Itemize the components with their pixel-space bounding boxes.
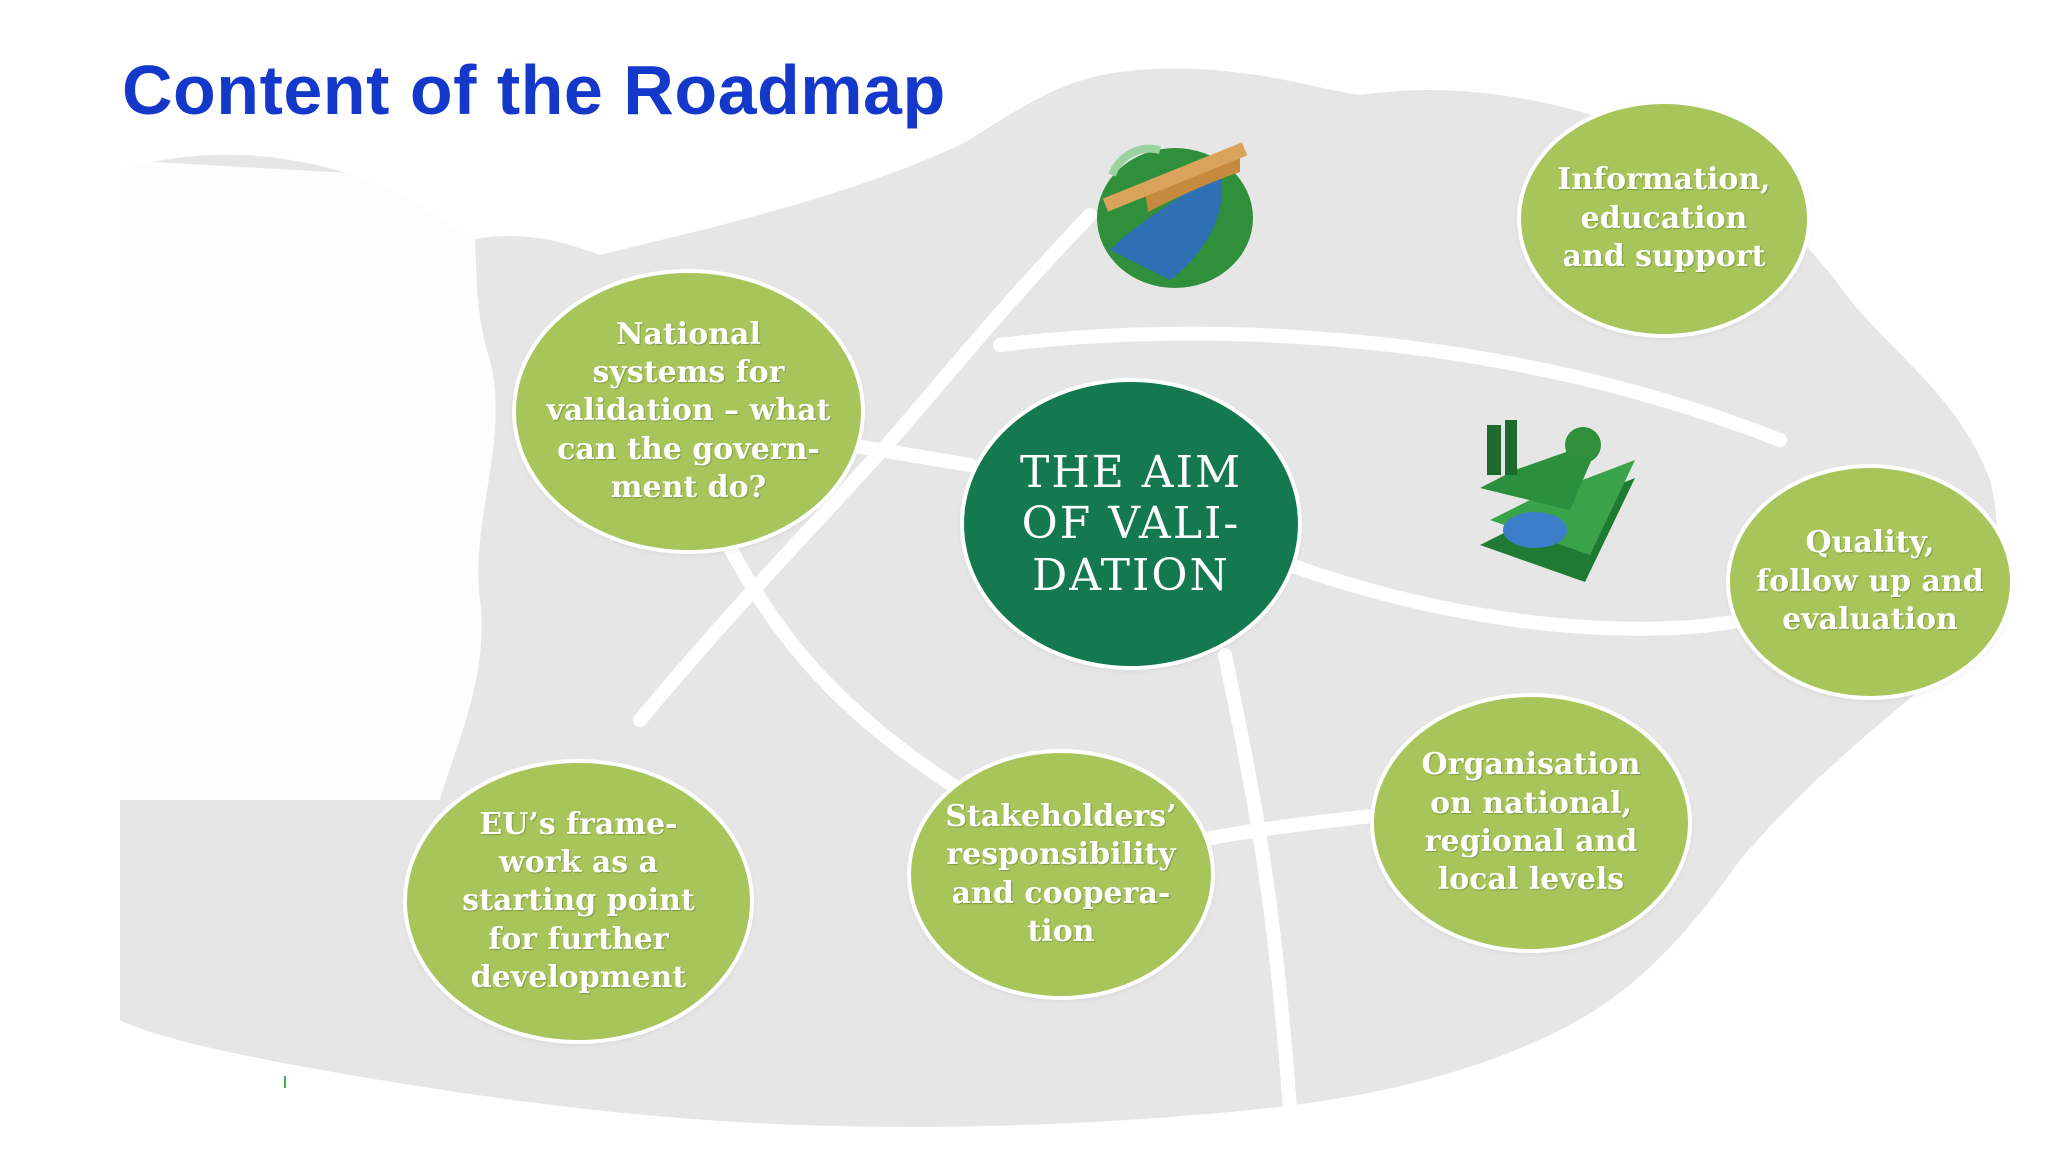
- topic-label: Quality, follow up and evaluation: [1756, 525, 1984, 638]
- map-cutout: [120, 160, 496, 800]
- topic-stakeholders: Stakeholders’ responsibility and coopera…: [911, 753, 1211, 996]
- bridge-river-icon: [1097, 142, 1253, 288]
- road-arc-top: [993, 326, 1787, 447]
- topic-label: Organisation on national, regional and l…: [1421, 747, 1641, 898]
- topic-label: EU’s frame- work as a starting point for…: [462, 806, 695, 996]
- road-diagonal: [633, 208, 1097, 727]
- topic-organisation: Organisation on national, regional and l…: [1374, 697, 1688, 949]
- road-link: [843, 438, 977, 472]
- road-horizontal: [1193, 808, 1387, 847]
- page-title: Content of the Roadmap: [122, 51, 946, 129]
- topic-national-systems: National systems for validation – what c…: [516, 273, 861, 550]
- road-left: [723, 541, 967, 797]
- topic-label: Information, education and support: [1557, 162, 1771, 275]
- center-node-label: THE AIM OF VALI- DATION: [1019, 447, 1243, 601]
- layered-landscape-icon: [1480, 420, 1635, 582]
- topic-eu-framework: EU’s frame- work as a starting point for…: [407, 763, 750, 1040]
- topic-information: Information, education and support: [1521, 104, 1807, 334]
- topic-label: Stakeholders’ responsibility and coopera…: [945, 798, 1177, 949]
- topic-label: National systems for validation – what c…: [546, 316, 831, 506]
- topic-quality: Quality, follow up and evaluation: [1730, 468, 2010, 696]
- center-node-aim-of-validation: THE AIM OF VALI- DATION: [964, 382, 1298, 666]
- road-vertical: [1218, 648, 1297, 1117]
- slide-marker: [284, 1076, 286, 1088]
